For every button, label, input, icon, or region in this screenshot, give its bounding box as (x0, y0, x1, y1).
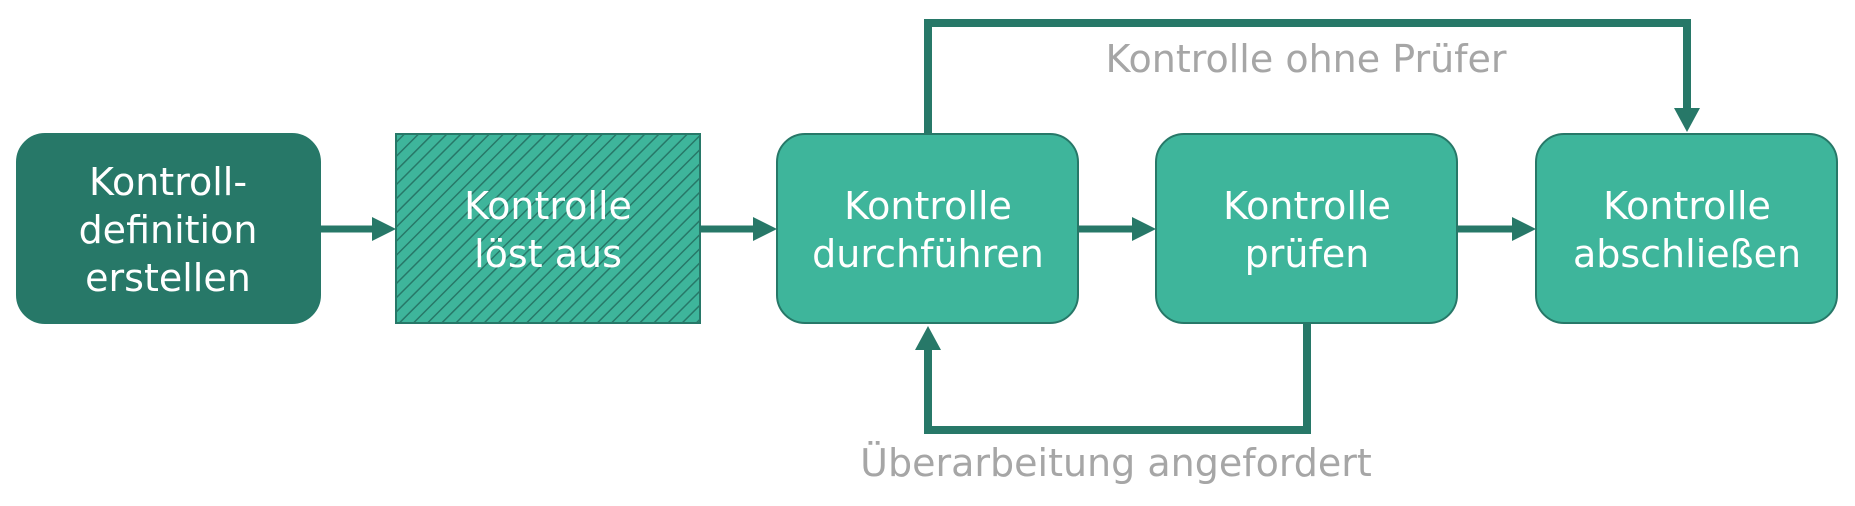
node-execute: Kontrolle durchführen (776, 133, 1079, 324)
edge-review-to-close (1457, 217, 1536, 241)
arrowhead-icon (753, 217, 777, 241)
node-label-line: Kontrolle (1223, 184, 1391, 228)
node-label-line: löst aus (474, 232, 622, 276)
node-label-line: Kontrolle (464, 184, 632, 228)
node-label-line: durchführen (812, 232, 1044, 276)
edge-triggered-to-execute (700, 217, 777, 241)
node-label-line: erstellen (85, 256, 251, 300)
node-label-line: Kontroll- (89, 160, 247, 204)
node-label-line: Kontrolle (844, 184, 1012, 228)
edge-no-reviewer (924, 19, 1700, 134)
edge-rework (915, 323, 1311, 434)
node-triggered: Kontrolle löst aus (395, 133, 701, 324)
node-create-definition: Kontroll- definition erstellen (16, 133, 321, 324)
node-label-line: definition (79, 208, 258, 252)
arrowhead-icon (372, 217, 396, 241)
edge-label-rework: Überarbeitung angefordert (860, 441, 1372, 485)
node-label-line: Kontrolle (1603, 184, 1771, 228)
edge-execute-to-review (1078, 217, 1156, 241)
arrowhead-icon (1512, 217, 1536, 241)
node-label-line: abschließen (1573, 232, 1801, 276)
arrowhead-icon (1674, 108, 1700, 132)
arrowhead-icon (1132, 217, 1156, 241)
node-close: Kontrolle abschließen (1535, 133, 1838, 324)
arrowhead-icon (915, 326, 941, 350)
edge-definition-to-triggered (320, 217, 396, 241)
edge-label-no-reviewer: Kontrolle ohne Prüfer (1105, 37, 1506, 81)
node-label-line: prüfen (1245, 232, 1370, 276)
node-review: Kontrolle prüfen (1155, 133, 1458, 324)
